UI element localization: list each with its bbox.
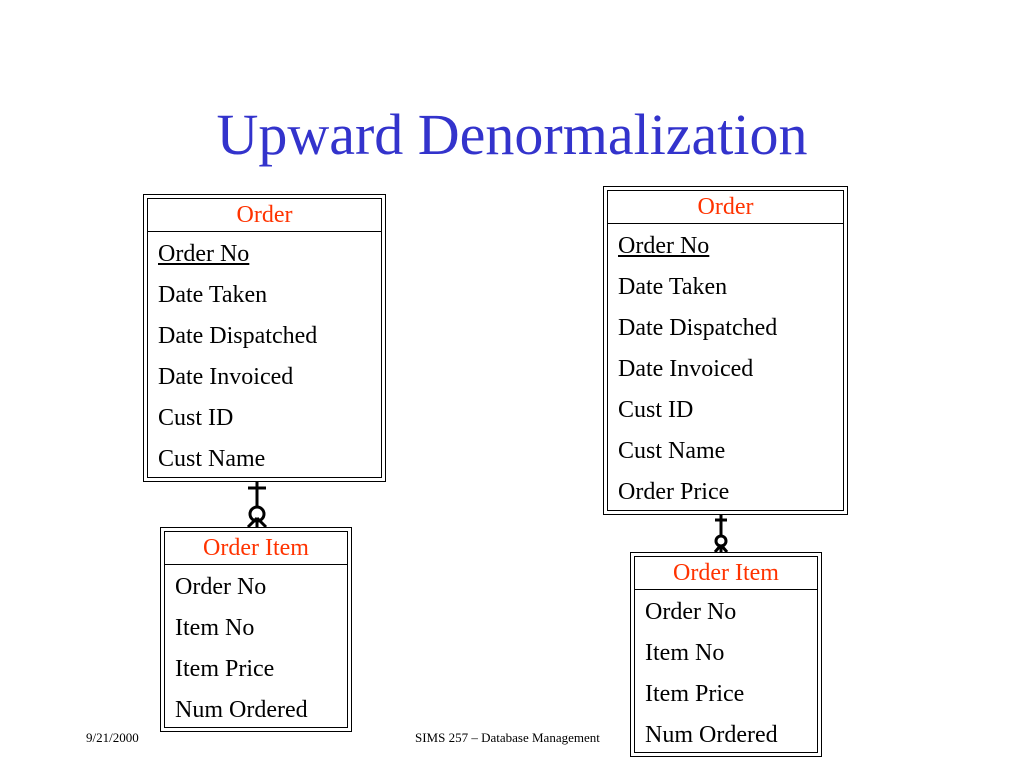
attribute-order-no: Order No [175,574,267,600]
relationship-left [246,482,268,529]
attribute-item-price: Item Price [645,681,745,707]
attribute-date-invoiced: Date Invoiced [618,356,754,382]
attribute-date-invoiced: Date Invoiced [158,364,294,390]
entity-name: Order [148,199,381,232]
slide-title: Upward Denormalization [216,102,808,167]
entity-order-item-left: Order Item Order No Item No Item Price N… [160,527,352,732]
entity-order-item-right: Order Item Order No Item No Item Price N… [630,552,822,757]
attribute-order-no: Order No [618,233,710,259]
relationship-right [713,515,729,553]
attribute-date-taken: Date Taken [158,282,268,308]
attribute-item-no: Item No [175,615,255,641]
attribute-num-ordered: Num Ordered [175,697,308,723]
attribute-date-dispatched: Date Dispatched [158,323,318,349]
attribute-cust-name: Cust Name [618,438,726,464]
attribute-order-no: Order No [158,241,250,267]
attribute-cust-id: Cust ID [158,405,234,431]
footer-course: SIMS 257 – Database Management [415,730,600,745]
attribute-date-taken: Date Taken [618,274,728,300]
entity-order-left: Order Order No Date Taken Date Dispatche… [143,194,386,482]
attribute-num-ordered: Num Ordered [645,722,778,748]
attribute-cust-id: Cust ID [618,397,694,423]
entity-order-right: Order Order No Date Taken Date Dispatche… [603,186,848,515]
entity-name: Order [608,191,843,224]
entity-name: Order Item [635,557,817,590]
attribute-date-dispatched: Date Dispatched [618,315,778,341]
attribute-item-price: Item Price [175,656,275,682]
attribute-order-price: Order Price [618,479,730,505]
attribute-cust-name: Cust Name [158,446,266,472]
attribute-order-no: Order No [645,599,737,625]
footer-date: 9/21/2000 [86,730,139,745]
entity-name: Order Item [165,532,347,565]
attribute-item-no: Item No [645,640,725,666]
